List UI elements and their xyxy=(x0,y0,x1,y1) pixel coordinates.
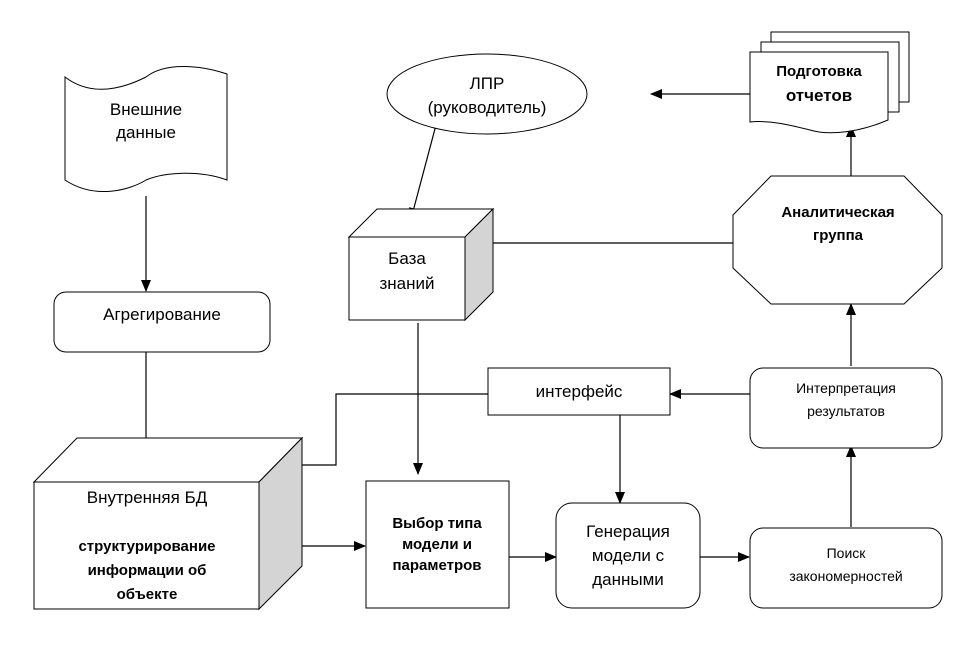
node-external-data: Внешние данные xyxy=(64,66,228,193)
arrow-lpr-to-knowledge-base xyxy=(408,124,437,220)
internal-db-label-1: структурирование xyxy=(78,538,215,555)
node-reports: Подготовка отчетов xyxy=(749,31,910,134)
model-choice-label-1: Выбор типа xyxy=(392,515,482,532)
knowledge-base-label-1: База xyxy=(388,249,426,268)
interpretation-label-2: результатов xyxy=(807,403,885,419)
model-generation-label-1: Генерация xyxy=(586,522,670,541)
connectors xyxy=(141,89,856,562)
interpretation-label-1: Интерпретация xyxy=(796,380,896,396)
internal-db-title: Внутренняя БД xyxy=(87,488,208,507)
node-aggregation: Агрегирование xyxy=(53,291,271,353)
interface-label: интерфейс xyxy=(536,382,623,401)
pattern-search-label-2: закономерностей xyxy=(789,568,902,584)
node-internal-db: Внутренняя БД структурирование информаци… xyxy=(32,436,304,611)
node-interpretation: Интерпретация результатов xyxy=(749,367,943,449)
internal-db-label-3: объекте xyxy=(117,586,178,603)
pattern-search-label-1: Поиск xyxy=(827,545,867,561)
node-decision-maker: ЛПР (руководитель) xyxy=(386,53,588,135)
aggregation-label: Агрегирование xyxy=(103,305,221,324)
decision-maker-label-2: (руководитель) xyxy=(428,98,547,117)
reports-label-1: Подготовка xyxy=(776,63,862,80)
analytic-group-label-1: Аналитическая xyxy=(781,204,894,221)
internal-db-label-2: информации об xyxy=(88,562,207,579)
node-pattern-search: Поиск закономерностей xyxy=(749,527,943,609)
external-data-label-2: данные xyxy=(116,123,176,142)
analytic-group-label-2: группа xyxy=(813,227,864,244)
node-model-generation: Генерация модели с данными xyxy=(555,502,701,609)
model-choice-label-2: модели и xyxy=(402,536,472,553)
knowledge-base-label-2: знаний xyxy=(379,274,434,293)
model-choice-label-3: параметров xyxy=(392,557,481,574)
node-knowledge-base: База знаний xyxy=(347,207,495,322)
external-data-label-1: Внешние xyxy=(110,100,182,119)
node-interface: интерфейс xyxy=(487,367,671,416)
model-generation-label-3: данными xyxy=(592,570,664,589)
node-analytic-group: Аналитическая группа xyxy=(732,175,943,305)
reports-label-2: отчетов xyxy=(786,86,852,105)
node-model-choice: Выбор типа модели и параметров xyxy=(365,480,510,609)
arrow-interface-to-internal-db xyxy=(287,393,488,470)
decision-maker-label-1: ЛПР xyxy=(470,74,505,93)
model-generation-label-2: модели с xyxy=(592,546,665,565)
